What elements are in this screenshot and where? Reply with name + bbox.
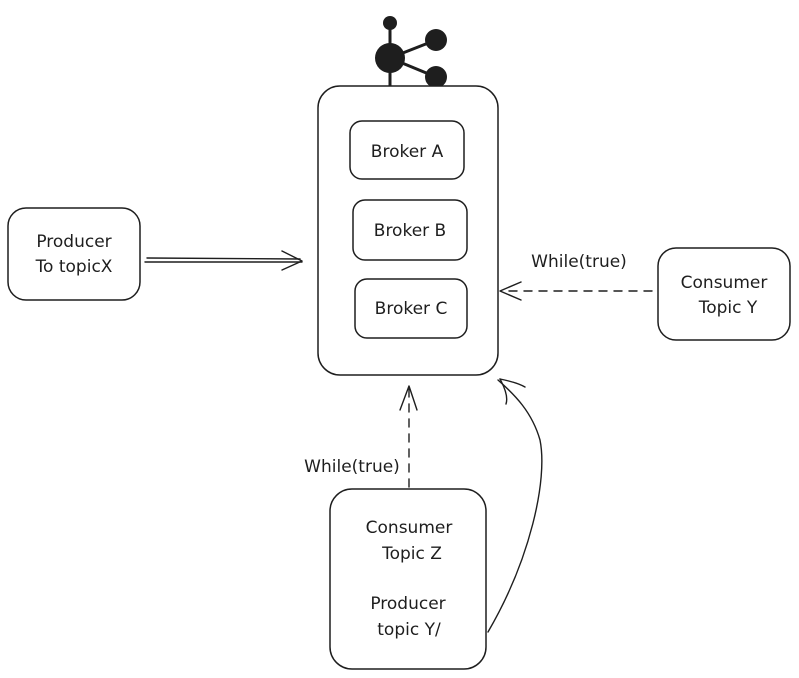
consumer-z-poll-arrow <box>399 385 418 488</box>
producer-x-line2: To topicX <box>35 257 113 277</box>
consumer-y-poll-arrow <box>499 281 653 301</box>
client-z-line3: Producer <box>370 594 445 614</box>
broker-b[interactable]: Broker B <box>352 199 468 261</box>
broker-a[interactable]: Broker A <box>349 120 465 180</box>
client-z-node[interactable]: Consumer Topic Z Producer topic Y/ <box>329 488 487 670</box>
consumer-y-line2: Topic Y <box>698 298 758 318</box>
consumer-y-line1: Consumer <box>681 273 768 293</box>
kafka-logo-icon <box>375 16 447 100</box>
broker-c-label: Broker C <box>375 299 448 319</box>
consumer-z-poll-label: While(true) <box>304 457 400 477</box>
broker-c[interactable]: Broker C <box>354 278 468 339</box>
consumer-y-node[interactable]: Consumer Topic Y <box>657 247 791 341</box>
consumer-y-poll-label: While(true) <box>531 252 627 272</box>
producer-x-node[interactable]: Producer To topicX <box>7 207 141 301</box>
client-z-line2: Topic Z <box>381 544 442 564</box>
client-z-line4: topic Y/ <box>377 620 441 640</box>
client-z-line1: Consumer <box>366 518 453 538</box>
producer-y-curve-arrow <box>487 378 543 633</box>
broker-b-label: Broker B <box>374 221 446 241</box>
producer-x-arrow <box>144 250 303 271</box>
producer-x-line1: Producer <box>36 232 111 252</box>
broker-a-label: Broker A <box>371 142 444 162</box>
